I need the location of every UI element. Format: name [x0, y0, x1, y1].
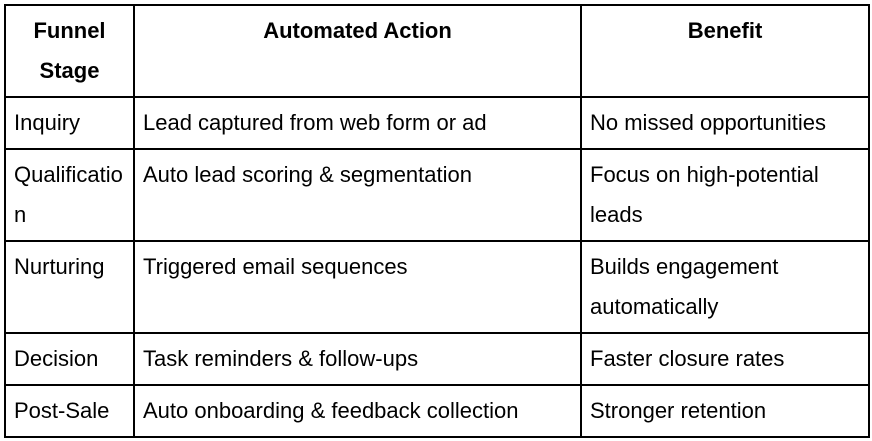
header-row: Funnel Stage Automated Action Benefit: [4, 4, 870, 98]
table-row-nurturing: Nurturing Triggered email sequences Buil…: [4, 240, 870, 334]
cell-stage-inquiry: Inquiry: [4, 96, 135, 150]
cell-action-decision: Task reminders & follow-ups: [133, 332, 582, 386]
column-header-automated-action: Automated Action: [133, 4, 582, 98]
cell-benefit-qualification: Focus on high-potential leads: [580, 148, 870, 242]
cell-action-post-sale: Auto onboarding & feedback collection: [133, 384, 582, 438]
cell-action-nurturing: Triggered email sequences: [133, 240, 582, 334]
cell-stage-qualification: Qualification: [4, 148, 135, 242]
cell-benefit-post-sale: Stronger retention: [580, 384, 870, 438]
table-row-post-sale: Post-Sale Auto onboarding & feedback col…: [4, 384, 870, 438]
column-header-benefit: Benefit: [580, 4, 870, 98]
cell-stage-post-sale: Post-Sale: [4, 384, 135, 438]
table-row-qualification: Qualification Auto lead scoring & segmen…: [4, 148, 870, 242]
cell-benefit-inquiry: No missed opportunities: [580, 96, 870, 150]
column-header-funnel-stage: Funnel Stage: [4, 4, 135, 98]
cell-stage-decision: Decision: [4, 332, 135, 386]
table-row-inquiry: Inquiry Lead captured from web form or a…: [4, 96, 870, 150]
cell-benefit-decision: Faster closure rates: [580, 332, 870, 386]
table-header: Funnel Stage Automated Action Benefit: [4, 4, 870, 98]
cell-action-inquiry: Lead captured from web form or ad: [133, 96, 582, 150]
cell-stage-nurturing: Nurturing: [4, 240, 135, 334]
table-container: Funnel Stage Automated Action Benefit In…: [4, 4, 870, 438]
table-row-decision: Decision Task reminders & follow-ups Fas…: [4, 332, 870, 386]
funnel-automation-table: Funnel Stage Automated Action Benefit In…: [4, 4, 870, 438]
table-body: Inquiry Lead captured from web form or a…: [4, 96, 870, 438]
cell-action-qualification: Auto lead scoring & segmentation: [133, 148, 582, 242]
cell-benefit-nurturing: Builds engagement automatically: [580, 240, 870, 334]
